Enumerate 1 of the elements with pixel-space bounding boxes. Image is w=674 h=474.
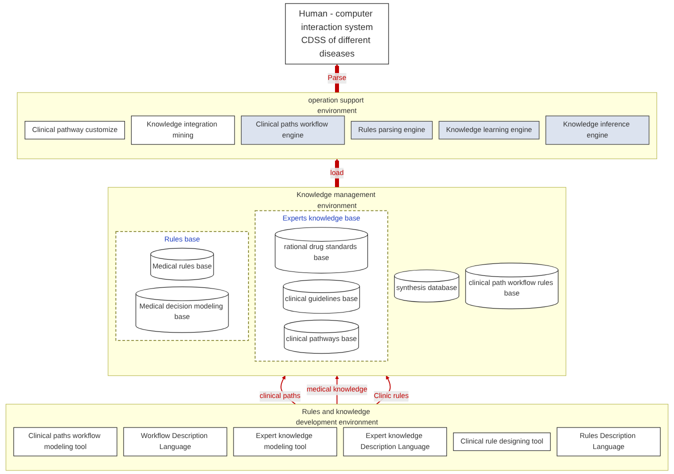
process-box: Human - computer interaction system CDSS of different diseases — [285, 3, 389, 64]
